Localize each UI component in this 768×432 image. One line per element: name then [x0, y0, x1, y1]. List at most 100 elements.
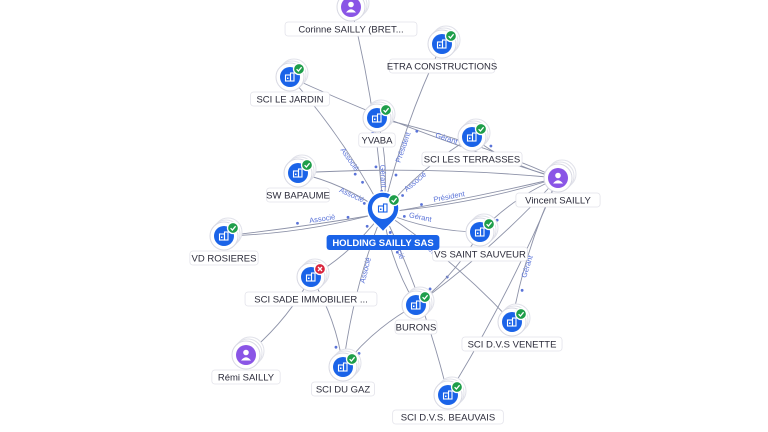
node-label: Vincent SAILLY: [525, 196, 591, 207]
check-badge-icon: [226, 221, 240, 235]
building-icon: [474, 227, 485, 237]
nodes-layer: Corinne SAILLY (BRET... ETRA CONSTRUCTION…: [189, 0, 601, 425]
node-etra[interactable]: ETRA CONSTRUCTIONS: [387, 25, 497, 74]
node-label-bg: [358, 132, 396, 148]
node-label-bg: [515, 192, 601, 208]
node-label: SCI SADE IMMOBILIER ...: [254, 295, 368, 306]
node-jardin[interactable]: SCI LE JARDIN: [250, 58, 330, 107]
node-label: SCI D.V.S. BEAUVAIS: [401, 413, 496, 424]
node-label-bg: [461, 336, 563, 352]
building-icon: [466, 132, 477, 142]
center-label: HOLDING SAILLY SAS: [332, 238, 433, 249]
building-icon: [292, 168, 303, 178]
node-label: VS SAINT SAUVEUR: [434, 250, 526, 261]
edge-arrow: [395, 250, 399, 254]
center-label-bg: [326, 235, 440, 250]
edge-label: Associé: [309, 212, 336, 225]
node-label-bg: [432, 246, 528, 262]
building-icon: [377, 203, 388, 213]
check-badge-icon: [387, 193, 401, 207]
building-icon: [218, 231, 229, 241]
node-sade[interactable]: SCI SADE IMMOBILIER ...: [244, 258, 378, 307]
edge-label: Associé: [358, 256, 373, 284]
node-beauvais[interactable]: SCI D.V.S. BEAUVAIS: [392, 376, 504, 425]
building-icon: [436, 39, 447, 49]
node-label: YVABA: [362, 136, 394, 147]
edge-arrow: [401, 194, 404, 197]
node-label-bg: [392, 409, 504, 425]
node-label: SCI LE JARDIN: [256, 95, 323, 106]
edge-arrow: [394, 173, 398, 177]
check-badge-icon: [292, 62, 306, 76]
check-badge-icon: [514, 307, 528, 321]
node-label: SCI LES TERRASSES: [424, 155, 520, 166]
edge-arrow: [402, 215, 406, 218]
check-badge-icon: [345, 352, 359, 366]
edge-arrow: [353, 172, 357, 176]
node-venette[interactable]: SCI D.V.S VENETTE: [461, 303, 563, 352]
edge-arrow: [365, 224, 369, 228]
edge-arrow: [296, 221, 299, 225]
building-icon: [410, 300, 421, 310]
edge-label: Président: [394, 130, 413, 164]
node-rosieres[interactable]: VD ROSIERES: [189, 217, 259, 266]
person-icon: [553, 172, 563, 184]
building-icon: [337, 362, 348, 372]
check-badge-icon: [444, 29, 458, 43]
edge-rosieres-holding: [223, 211, 384, 237]
edge-arrow: [520, 288, 524, 292]
node-label: Rémi SAILLY: [218, 373, 275, 384]
check-badge-icon: [482, 217, 496, 231]
node-label-bg: [284, 21, 418, 37]
edge-arrow: [420, 203, 423, 206]
node-label-bg: [421, 151, 523, 167]
node-gaz[interactable]: SCI DU GAZ: [311, 348, 375, 397]
edge-arrow: [428, 287, 432, 291]
person-icon: [346, 1, 356, 13]
node-label-bg: [211, 369, 281, 385]
check-badge-icon: [300, 158, 314, 172]
edge-arrow: [489, 144, 493, 148]
edge-arrow: [388, 231, 392, 234]
building-icon: [305, 272, 316, 282]
node-label: ETRA CONSTRUCTIONS: [387, 62, 497, 73]
node-bapaume[interactable]: SW BAPAUME: [266, 154, 330, 203]
node-burons[interactable]: BURONS: [394, 286, 438, 335]
node-label-bg: [266, 187, 330, 203]
center-node[interactable]: HOLDING SAILLY SAS: [326, 191, 440, 250]
check-badge-icon: [450, 380, 464, 394]
building-icon: [371, 113, 382, 123]
person-icon: [241, 349, 251, 361]
node-vincent[interactable]: Vincent SAILLY: [515, 159, 601, 208]
node-label-bg: [394, 319, 438, 335]
edge-vincent-bapaume: [297, 169, 559, 179]
edge-arrow: [334, 345, 338, 349]
check-badge-icon: [474, 122, 488, 136]
node-label: BURONS: [396, 323, 437, 334]
building-icon: [506, 317, 517, 327]
edge-arrow: [362, 202, 366, 205]
node-remi[interactable]: Rémi SAILLY: [211, 336, 281, 385]
node-label-bg: [388, 58, 496, 74]
building-icon: [442, 390, 453, 400]
building-icon: [284, 72, 295, 82]
node-corinne[interactable]: Corinne SAILLY (BRET...: [284, 0, 418, 37]
node-label: SCI DU GAZ: [316, 385, 371, 396]
edge-label: Gérant: [378, 164, 389, 188]
edge-arrow: [346, 215, 350, 219]
node-label-bg: [244, 291, 378, 307]
edge-arrow: [361, 180, 364, 184]
node-sauveur[interactable]: VS SAINT SAUVEUR: [432, 213, 528, 262]
node-terrasses[interactable]: SCI LES TERRASSES: [421, 118, 523, 167]
check-badge-icon: [379, 103, 393, 117]
edge-label: Associé: [402, 170, 428, 194]
node-label: SW BAPAUME: [266, 191, 330, 202]
edge-label: Associé: [338, 185, 366, 204]
edge-arrow: [415, 129, 419, 133]
node-label-bg: [311, 381, 375, 397]
edge-label: Gérant: [434, 131, 459, 147]
node-label: VD ROSIERES: [192, 254, 257, 265]
person-avatar: [341, 0, 361, 17]
node-yvaba[interactable]: YVABA: [358, 99, 396, 148]
node-label-bg: [189, 250, 259, 266]
